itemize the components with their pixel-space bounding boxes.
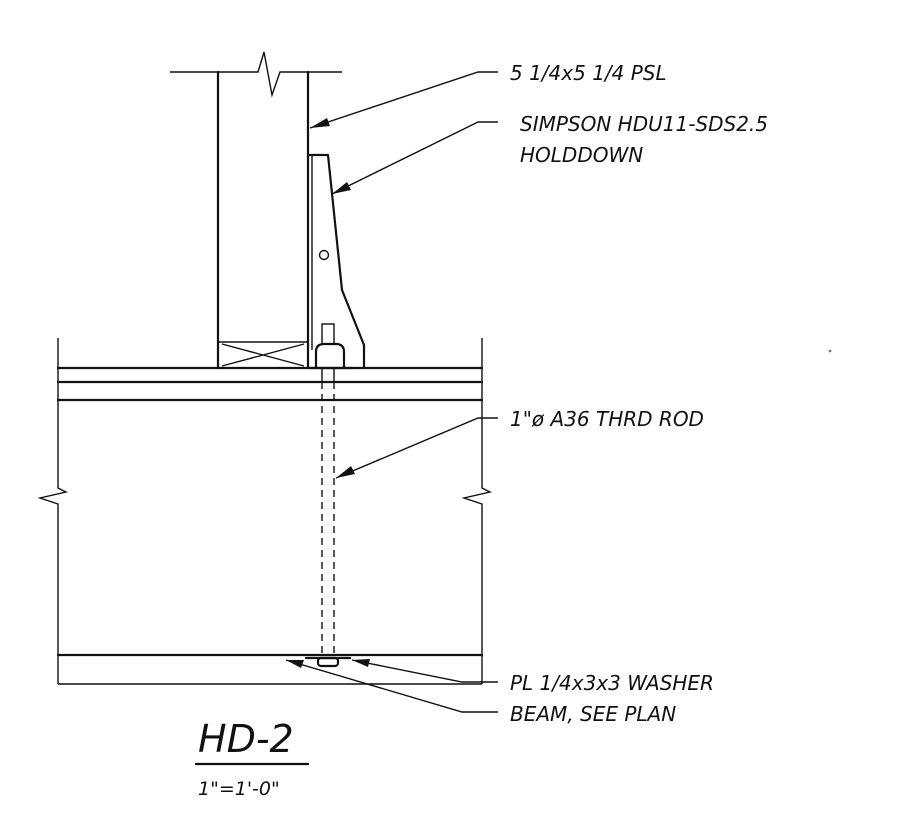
washer-plate [304,656,352,668]
psl-post [216,70,310,370]
sill-plate-layers [56,338,484,402]
leader-holddown [331,121,498,195]
leader-psl [309,71,498,129]
callout-rod: 1"ø A36 THRD ROD [510,407,704,431]
callout-holddown-model: SIMPSON HDU11-SDS2.5 [520,112,768,136]
callout-psl: 5 1/4x5 1/4 PSL [510,61,667,85]
threaded-rod [321,368,335,658]
leader-rod [335,417,498,479]
detail-scale: 1"=1'-0" [198,778,280,800]
callout-beam: BEAM, SEE PLAN [510,702,676,726]
post-break-line [170,51,342,98]
beam [37,400,493,685]
holddown-bracket [306,153,366,370]
callout-washer: PL 1/4x3x3 WASHER [510,671,714,695]
stray-mark [828,349,832,353]
detail-title: HD-2 [198,717,294,761]
leader-beam [285,659,498,713]
callout-holddown-type: HOLDDOWN [520,143,643,167]
leader-washer [351,659,498,683]
